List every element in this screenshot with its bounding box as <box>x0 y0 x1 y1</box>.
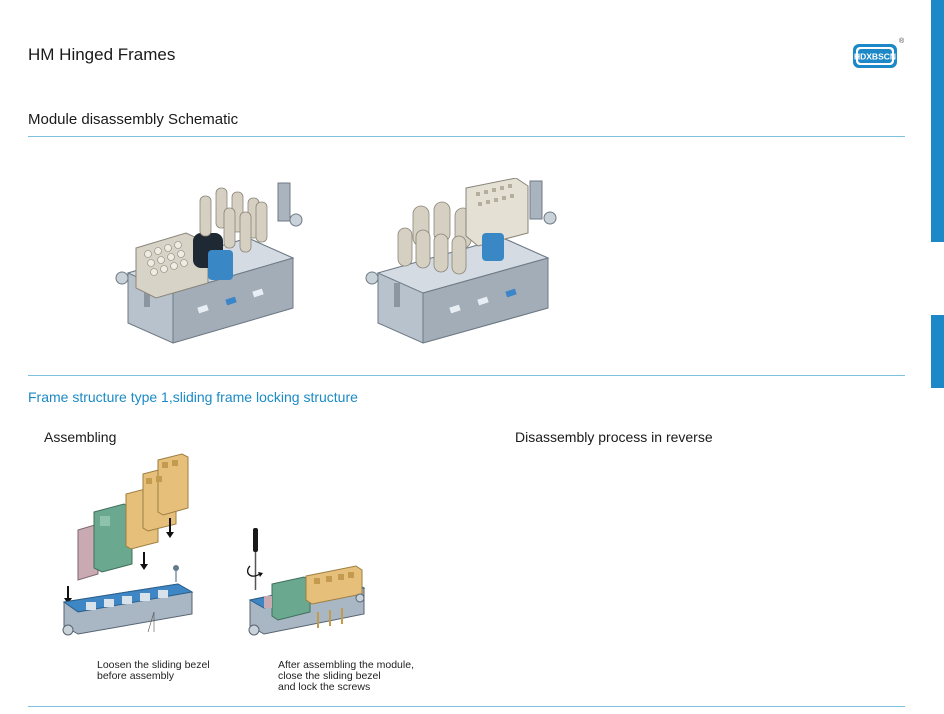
assembling-label: Assembling <box>44 429 117 445</box>
divider <box>28 375 905 376</box>
side-bar-top <box>931 0 944 242</box>
divider <box>28 136 905 137</box>
page-title: HM Hinged Frames <box>28 45 176 64</box>
section-title-schematic: Module disassembly Schematic <box>28 111 239 128</box>
disassembly-label: Disassembly process in reverse <box>515 429 713 445</box>
side-bar-bottom <box>931 315 944 388</box>
registered-mark: ® <box>899 38 905 45</box>
caption-loosen-bezel: Loosen the sliding bezel before assembly <box>97 659 210 682</box>
connector-image-left <box>108 178 308 348</box>
connector-image-right <box>358 178 563 348</box>
section-title-frame-structure: Frame structure type 1,sliding frame loc… <box>28 389 358 405</box>
caption-lock-screws: After assembling the module, close the s… <box>278 659 414 693</box>
brand-logo: HDXBSCN <box>852 41 898 71</box>
svg-text:HDXBSCN: HDXBSCN <box>854 52 896 62</box>
assembly-illustration-loosen <box>58 452 203 652</box>
assembly-illustration-lock <box>244 528 369 648</box>
divider <box>28 706 905 707</box>
